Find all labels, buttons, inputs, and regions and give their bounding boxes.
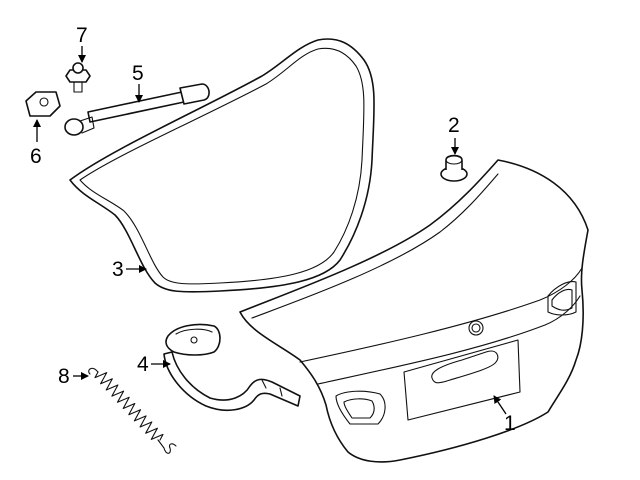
push-nut: [65, 62, 91, 93]
callout-7: 7: [76, 24, 88, 63]
callout-label-5: 5: [132, 62, 144, 85]
trunk-lid: [239, 159, 589, 463]
callout-label-3: 3: [112, 258, 124, 281]
callout-label-7: 7: [76, 24, 88, 47]
callout-8: 8: [58, 365, 89, 388]
callout-2: 2: [448, 114, 460, 155]
callout-6: 6: [30, 119, 42, 168]
tension-spring: [88, 367, 177, 454]
bracket-clip: [25, 91, 61, 117]
callout-label-8: 8: [58, 365, 70, 388]
trunk-hinge: [163, 323, 301, 412]
callout-label-2: 2: [448, 114, 460, 137]
callout-label-6: 6: [30, 145, 42, 168]
callout-label-1: 1: [504, 412, 516, 435]
callout-3: 3: [112, 258, 147, 281]
callout-label-4: 4: [137, 353, 149, 376]
callout-leader-1: [493, 395, 507, 415]
stop-buffer-grommet: [440, 154, 468, 182]
gas-spring-strut: [64, 83, 210, 136]
trunk-weatherstrip-seal: [69, 38, 375, 293]
callout-4: 4: [137, 353, 171, 376]
callout-5: 5: [132, 62, 144, 103]
callout-1: 1: [493, 395, 516, 435]
